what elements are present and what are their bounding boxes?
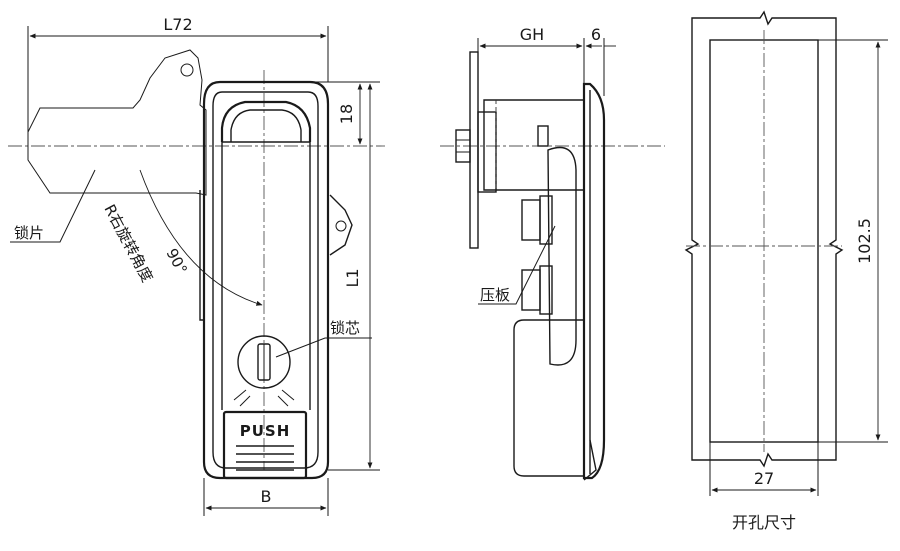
housing-outer — [202, 80, 330, 480]
side-bolt-upper-body — [539, 195, 553, 245]
side-nut-left — [455, 129, 471, 163]
side-view: 压板 GH 6 — [440, 25, 665, 481]
b-label: B — [261, 487, 272, 506]
push-button-label: PUSH — [240, 422, 291, 440]
side-face-plate — [582, 82, 606, 480]
side-lower-body — [513, 319, 585, 477]
lock-core-label: 锁芯 — [330, 319, 360, 337]
side-face-tip — [583, 439, 597, 481]
push-button — [222, 410, 308, 480]
lock-plate-label: 锁片 — [14, 224, 44, 242]
lock-sunburst — [233, 389, 295, 407]
right-side-tab — [329, 194, 353, 256]
dim18-label: 18 — [337, 104, 356, 124]
w27-label: 27 — [754, 469, 774, 488]
side-bolt-lower-body — [539, 265, 553, 315]
pressure-plate-leader — [478, 225, 556, 305]
side-nut-right — [477, 111, 497, 193]
lock-core-leader — [275, 337, 372, 358]
right-tab-hole — [335, 220, 347, 232]
side-bolt-lower — [521, 269, 541, 311]
l1-label: L1 — [343, 268, 362, 287]
gh-label: GH — [520, 25, 544, 44]
six-label: 6 — [591, 25, 601, 44]
l72-label: L72 — [163, 15, 192, 34]
rotation-arc — [139, 169, 263, 306]
lock-plate-leader — [10, 169, 96, 243]
cutout-panel-outer — [684, 10, 844, 468]
side-lock-plate — [469, 51, 479, 249]
pressure-plate-label: 压板 — [480, 286, 510, 304]
push-button-ribs — [236, 445, 294, 471]
lock-core-circle — [237, 335, 291, 389]
lock-plate-outline — [27, 49, 207, 196]
angle-value-label: 90° — [162, 245, 190, 277]
h1025-label: 102.5 — [855, 218, 874, 264]
cutout-size-caption: 开孔尺寸 — [732, 513, 796, 532]
handle-top — [220, 100, 312, 142]
housing-inner — [212, 91, 319, 469]
lock-plate-hole — [180, 63, 194, 77]
side-slot — [537, 125, 549, 147]
handle-top-inner — [230, 109, 302, 142]
rotation-angle-label: R右旋转角度 — [100, 201, 156, 285]
side-bolt-upper — [521, 199, 541, 241]
side-spindle-body — [483, 99, 585, 191]
front-view: PUSH 90° R右旋转角度 锁片 锁芯 L72 18 L1 — [8, 15, 385, 516]
cutout-view: 102.5 27 开孔尺寸 — [684, 10, 888, 532]
side-pressure-plate — [547, 146, 577, 366]
